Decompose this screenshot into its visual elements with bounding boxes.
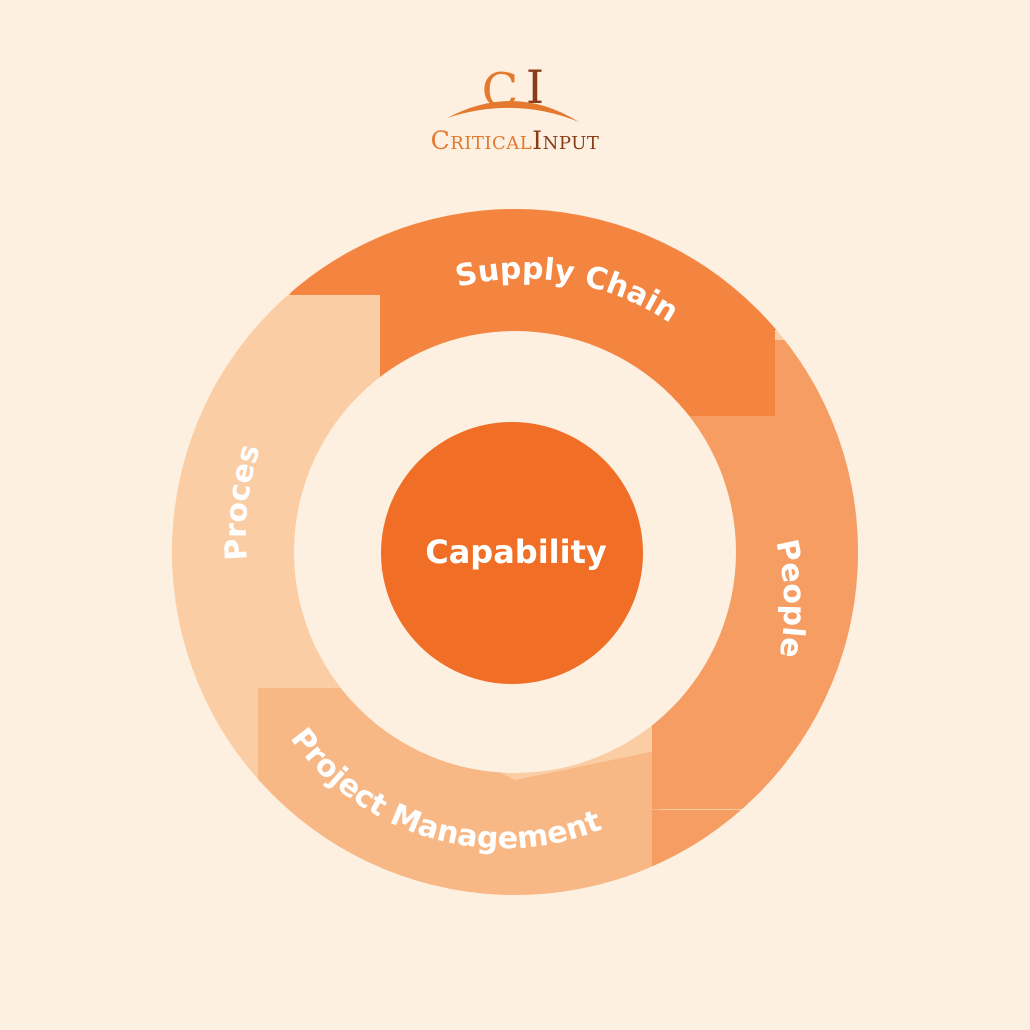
critical-input-logo: C I CriticalInput (395, 60, 635, 165)
logo-monogram-c: C (482, 63, 519, 119)
logo-wordmark-i: I (532, 126, 543, 155)
logo-monogram-i: I (526, 60, 544, 114)
label-process: Process (0, 0, 268, 561)
logo-wordmark-c: C (430, 126, 451, 155)
logo-monogram: C I (447, 60, 579, 122)
center-label: Capability (425, 533, 607, 571)
logo-wordmark-ritical: ritical (450, 133, 533, 154)
logo-arc (447, 100, 579, 122)
center-circle (381, 422, 643, 684)
logo-wordmark-nput: nput (542, 133, 600, 154)
logo-wordmark: CriticalInput (395, 126, 635, 155)
